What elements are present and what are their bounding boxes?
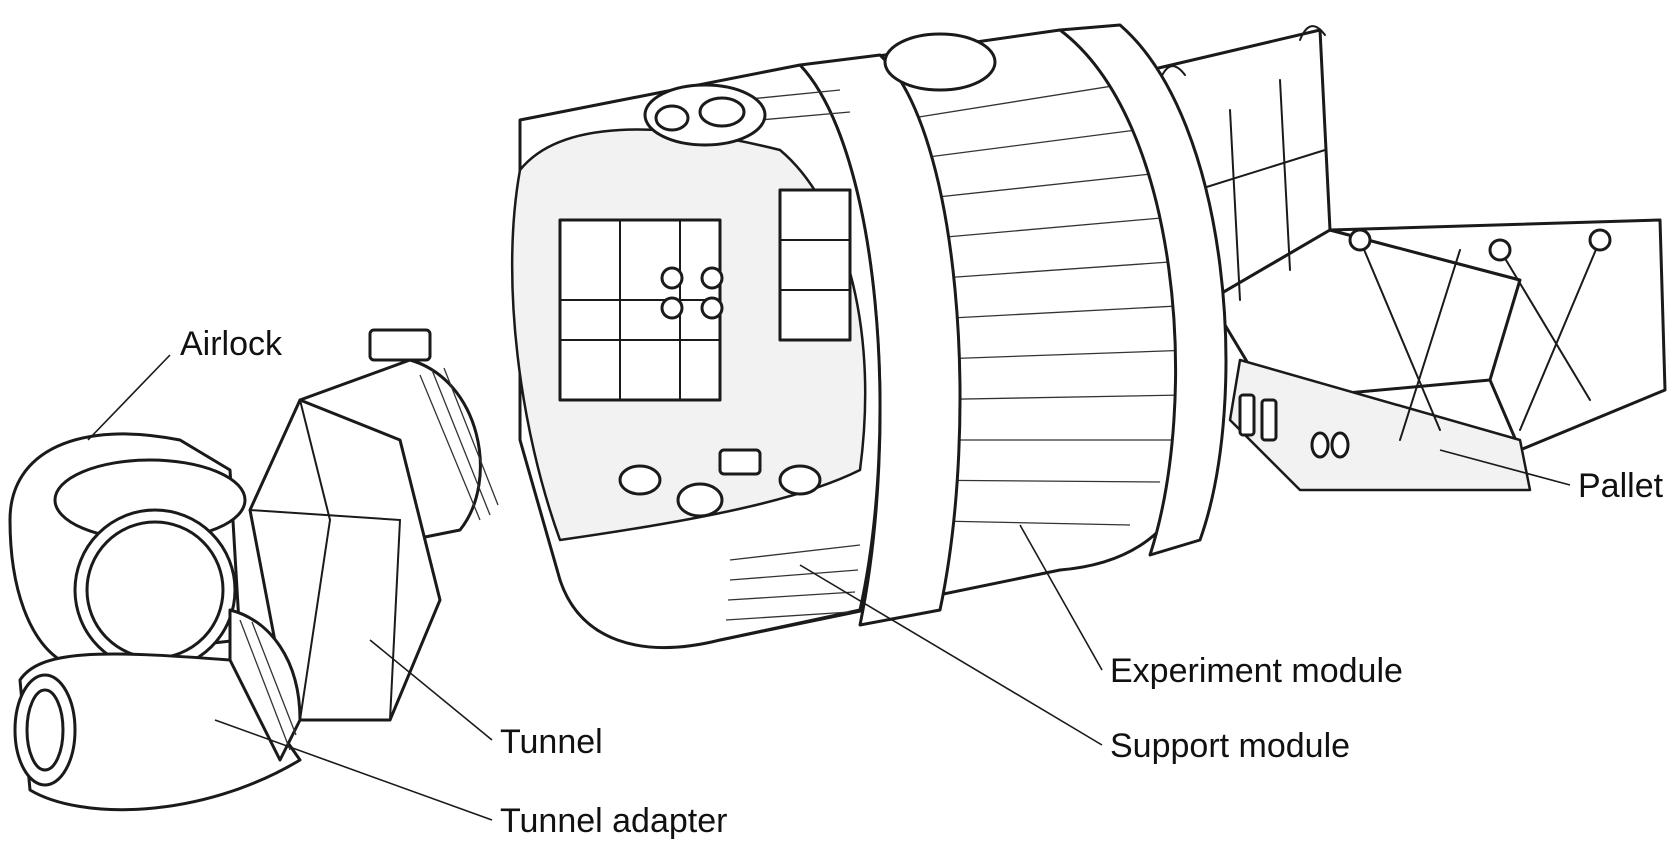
leader-lines [87,354,1571,821]
pallet-drawing [1148,25,1667,492]
label-airlock: Airlock [180,325,283,363]
labels: Airlock Tunnel Tunnel adapter Experiment… [180,325,1664,840]
tunnel-adapter-leader [214,719,493,821]
label-experiment-module: Experiment module [1110,652,1403,690]
airlock-leader [87,354,171,441]
experiment-module-leader [1019,524,1103,671]
tunnel-drawing [248,328,499,722]
pallet-leader [1439,449,1571,486]
support-module-leader [799,564,1103,746]
tunnel-leader [369,639,493,741]
label-support-module: Support module [1110,727,1350,765]
support-module-drawing [510,63,882,649]
label-pallet: Pallet [1578,467,1664,505]
label-tunnel: Tunnel [500,723,603,761]
airlock-drawing [8,432,302,812]
label-tunnel-adapter: Tunnel adapter [500,802,727,840]
